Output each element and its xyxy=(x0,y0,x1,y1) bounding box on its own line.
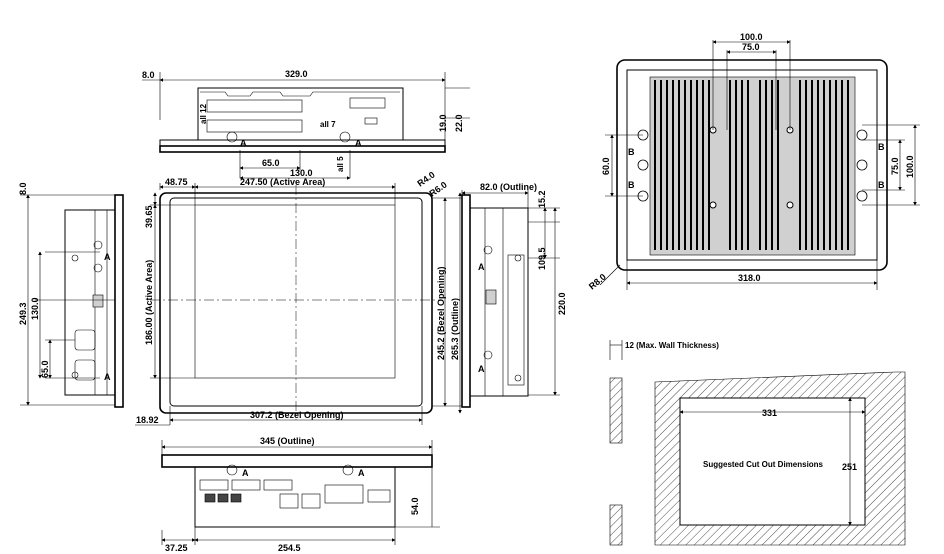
bottom-left-offset-label: 37.25 xyxy=(165,543,188,553)
top-spacing-outer-label: 130.0 xyxy=(290,168,313,178)
top-spacing-inner-label: 65.0 xyxy=(262,158,280,168)
top-height-a-label: 19.0 xyxy=(438,114,448,132)
right-top-offset-label: 15.2 xyxy=(537,190,547,208)
front-outline-height-label: 265.3 (Outline) xyxy=(450,298,460,360)
back-section-b-3: B xyxy=(878,142,885,152)
back-section-b-4: B xyxy=(878,180,885,190)
back-spacing-inner-label: 75.0 xyxy=(742,42,760,52)
top-view: 8.0 329.0 A A 19.0 22.0 all 12 all 7 all… xyxy=(142,69,470,180)
bottom-view: 345 (Outline) A A 37.25 254.5 54.0 xyxy=(161,436,440,553)
cutout-title: Suggested Cut Out Dimensions xyxy=(703,460,824,469)
back-section-b-2: B xyxy=(628,180,635,190)
bottom-section-a-right: A xyxy=(358,468,365,478)
back-width-label: 318.0 xyxy=(738,273,761,283)
back-vertical-left-label: 60.0 xyxy=(601,157,611,175)
right-side-view: A A 82.0 (Outline) 15.2 109.5 220.0 xyxy=(461,182,567,408)
cutout-height-label: 251 xyxy=(842,462,857,472)
bottom-section-a-left: A xyxy=(242,468,249,478)
top-hole-right-label: all 7 xyxy=(320,120,336,129)
cutout-wall-label: 12 (Max. Wall Thickness) xyxy=(625,341,719,350)
bottom-port-span-label: 254.5 xyxy=(278,543,301,553)
left-section-a-bottom: A xyxy=(104,372,111,382)
top-width-label: 329.0 xyxy=(285,69,308,79)
top-section-a-right: A xyxy=(355,138,362,148)
right-section-a-bottom: A xyxy=(478,364,485,374)
top-slot-label: all 5 xyxy=(336,156,345,172)
top-section-a-left: A xyxy=(240,138,247,148)
top-height-b-label: 22.0 xyxy=(454,114,464,132)
front-active-width-label: 247.50 (Active Area) xyxy=(240,177,325,187)
left-height-mid-label: 130.0 xyxy=(30,297,40,320)
front-view: 48.75 247.50 (Active Area) R4.0 R6.0 39.… xyxy=(135,170,462,426)
right-section-a-top: A xyxy=(478,262,485,272)
top-offset-label: 8.0 xyxy=(142,70,155,80)
left-offset-label: 8.0 xyxy=(18,182,28,195)
front-bottom-offset-label: 18.92 xyxy=(136,415,159,425)
right-total-height-label: 220.0 xyxy=(557,292,567,315)
bottom-outline-label: 345 (Outline) xyxy=(260,436,315,446)
right-depth-label: 82.0 (Outline) xyxy=(480,182,537,192)
back-spacing-outer-label: 100.0 xyxy=(740,32,763,42)
front-bezel-height-label: 245.2 (Bezel Opening) xyxy=(436,266,446,360)
left-section-a-top: A xyxy=(104,252,111,262)
front-active-height-label: 186.00 (Active Area) xyxy=(144,260,154,345)
top-hole-left-label: all 12 xyxy=(199,103,208,124)
left-height-low-label: 65.0 xyxy=(40,360,50,378)
right-mid-height-label: 109.5 xyxy=(537,247,547,270)
back-view: B B B B 100.0 75.0 60.0 75.0 100.0 318.0… xyxy=(587,32,920,292)
cutout-width-label: 331 xyxy=(762,408,777,418)
front-bezel-width-label: 307.2 (Bezel Opening) xyxy=(250,410,344,420)
back-vertical-right-outer-label: 100.0 xyxy=(905,155,915,178)
back-section-b-1: B xyxy=(628,147,635,157)
heatsink-fins xyxy=(654,80,849,250)
cutout-view: 12 (Max. Wall Thickness) 331 251 Suggest… xyxy=(609,340,906,546)
front-top-offset-label: 39.65 xyxy=(144,205,154,228)
left-side-view: A A 8.0 249.3 130.0 65.0 xyxy=(18,182,124,408)
front-left-offset-label: 48.75 xyxy=(165,177,188,187)
bottom-depth-label: 54.0 xyxy=(410,497,420,515)
back-vertical-right-inner-label: 75.0 xyxy=(890,157,900,175)
left-height-total-label: 249.3 xyxy=(18,302,28,325)
back-radius-label: R8.0 xyxy=(587,272,608,292)
front-radius-outer-label: R6.0 xyxy=(427,180,448,199)
